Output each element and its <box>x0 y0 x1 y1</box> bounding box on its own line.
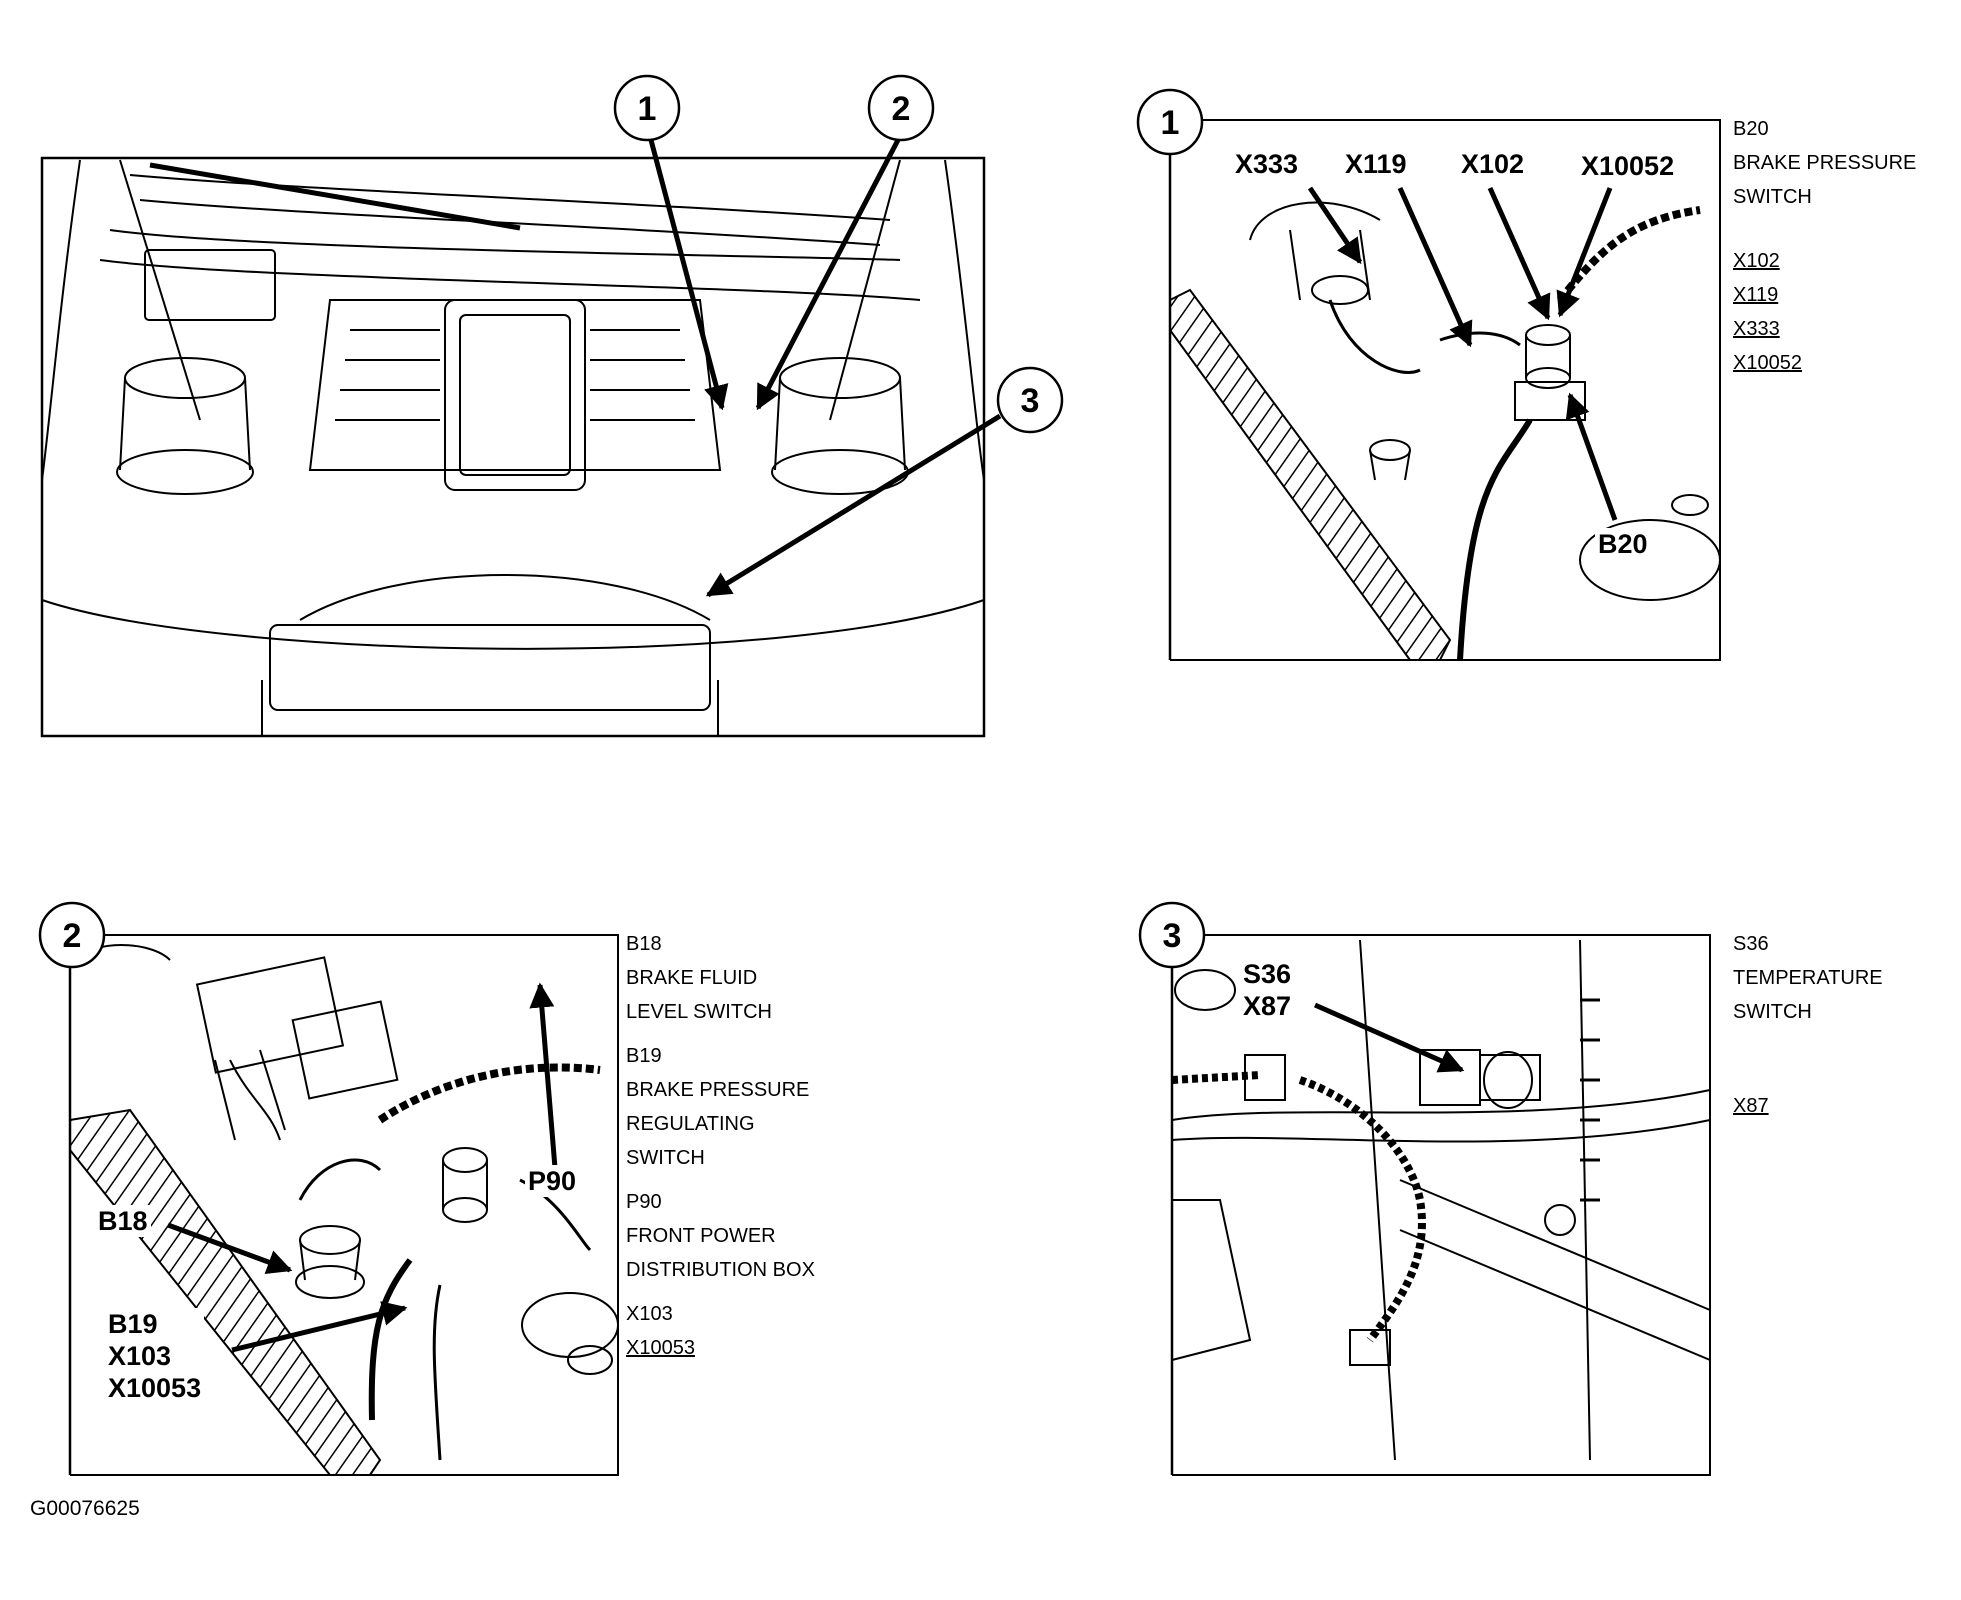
legend-connector-x10052: X10052 <box>1733 352 1802 374</box>
view-1-legend: B20 BRAKE PRESSURE SWITCH X102 X119 X333… <box>1733 112 1916 380</box>
view-3-arrows <box>1313 1002 1465 1073</box>
view-3-badge: 3 <box>1163 917 1182 955</box>
view-2-drawing <box>68 934 619 1476</box>
overview-drawing <box>40 156 986 738</box>
view-3-legend: S36 TEMPERATURE SWITCH X87 <box>1733 927 1883 1123</box>
label-s36-x87: S36 X87 <box>1240 958 1295 1022</box>
legend-connector-x10053: X10053 <box>626 1337 695 1359</box>
label-x10052: X10052 <box>1578 150 1678 182</box>
legend-connector-x333: X333 <box>1733 318 1780 340</box>
legend-connector-x102: X102 <box>1733 250 1780 272</box>
legend-s36-name-2: SWITCH <box>1733 1001 1812 1023</box>
legend-b19-name-2: REGULATING <box>626 1113 755 1135</box>
legend-s36-name-1: TEMPERATURE <box>1733 967 1883 989</box>
label-p90: P90 <box>525 1165 580 1197</box>
view-1-badge: 1 <box>1161 104 1180 142</box>
legend-s36-code: S36 <box>1733 933 1769 955</box>
view-2-badge-circle <box>38 901 106 969</box>
legend-p90-name-2: DISTRIBUTION BOX <box>626 1259 815 1281</box>
legend-b18-name-2: LEVEL SWITCH <box>626 1001 772 1023</box>
overview-callout-circles <box>613 74 1064 434</box>
label-x102: X102 <box>1458 148 1528 180</box>
legend-connector-x87: X87 <box>1733 1095 1769 1117</box>
label-x119: X119 <box>1342 148 1410 180</box>
label-b18: B18 <box>95 1205 151 1237</box>
legend-b18-name-1: BRAKE FLUID <box>626 967 758 989</box>
legend-b20-name-1: BRAKE PRESSURE <box>1733 152 1917 174</box>
legend-b18-code: B18 <box>626 933 662 955</box>
view-2-arrows <box>167 982 559 1353</box>
label-b20: B20 <box>1595 528 1651 560</box>
legend-connector-x119: X119 <box>1733 284 1779 306</box>
view-1-badge-circle <box>1136 88 1204 156</box>
overview-callout-1: 1 <box>638 90 657 128</box>
legend-b19-name-3: SWITCH <box>626 1147 705 1169</box>
overview-callout-3: 3 <box>1021 382 1040 420</box>
legend-b19-name-1: BRAKE PRESSURE <box>626 1079 810 1101</box>
view-1-drawing <box>1168 119 1721 661</box>
figure-code: G00076625 <box>30 1497 140 1520</box>
label-b19-x103-x10053: B19 X103 X10053 <box>105 1308 205 1404</box>
overview-arrows <box>648 138 1002 598</box>
legend-connector-x103: X103 <box>626 1303 673 1325</box>
label-x333: X333 <box>1232 148 1302 180</box>
overview-callout-2: 2 <box>892 90 911 128</box>
view-1-arrows <box>1307 186 1618 521</box>
legend-p90-code: P90 <box>626 1191 662 1213</box>
legend-b20-name-2: SWITCH <box>1733 186 1812 208</box>
view-2-badge: 2 <box>63 917 82 955</box>
view-3-badge-circle <box>1138 901 1206 969</box>
view-2-legend: B18 BRAKE FLUID LEVEL SWITCH B19 BRAKE P… <box>626 927 815 1365</box>
legend-b20-code: B20 <box>1733 118 1769 140</box>
view-3-drawing <box>1170 934 1711 1476</box>
legend-b19-code: B19 <box>626 1045 662 1067</box>
legend-p90-name-1: FRONT POWER <box>626 1225 776 1247</box>
